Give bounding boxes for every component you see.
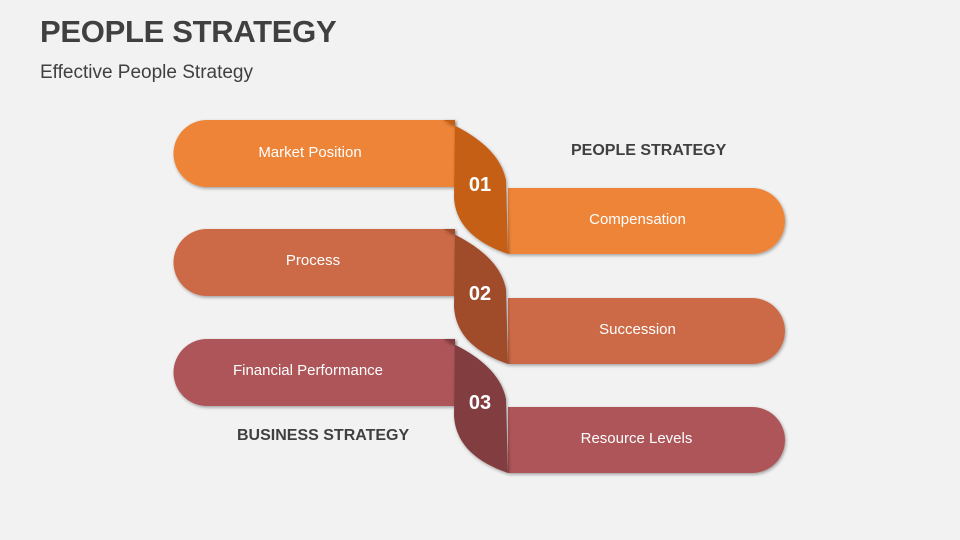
step-3-ribbon <box>173 339 785 473</box>
business-strategy-label: BUSINESS STRATEGY <box>237 427 410 444</box>
compensation-label: Compensation <box>589 211 686 228</box>
resource-levels-label: Resource Levels <box>580 430 693 447</box>
page-subtitle: Effective People Strategy <box>40 62 253 83</box>
step-1-ribbon <box>173 120 785 254</box>
step-number-03: 03 <box>468 392 492 414</box>
process-label: Process <box>285 252 341 269</box>
step-number-02: 02 <box>468 283 492 305</box>
people-strategy-label: PEOPLE STRATEGY <box>571 142 727 159</box>
step-number-01: 01 <box>468 174 492 196</box>
financial-performance-label: Financial Performance <box>232 362 384 379</box>
step-2-ribbon <box>173 229 785 364</box>
succession-label: Succession <box>599 321 676 338</box>
page-title: PEOPLE STRATEGY <box>40 14 337 49</box>
market-position-label: Market Position <box>258 144 362 161</box>
